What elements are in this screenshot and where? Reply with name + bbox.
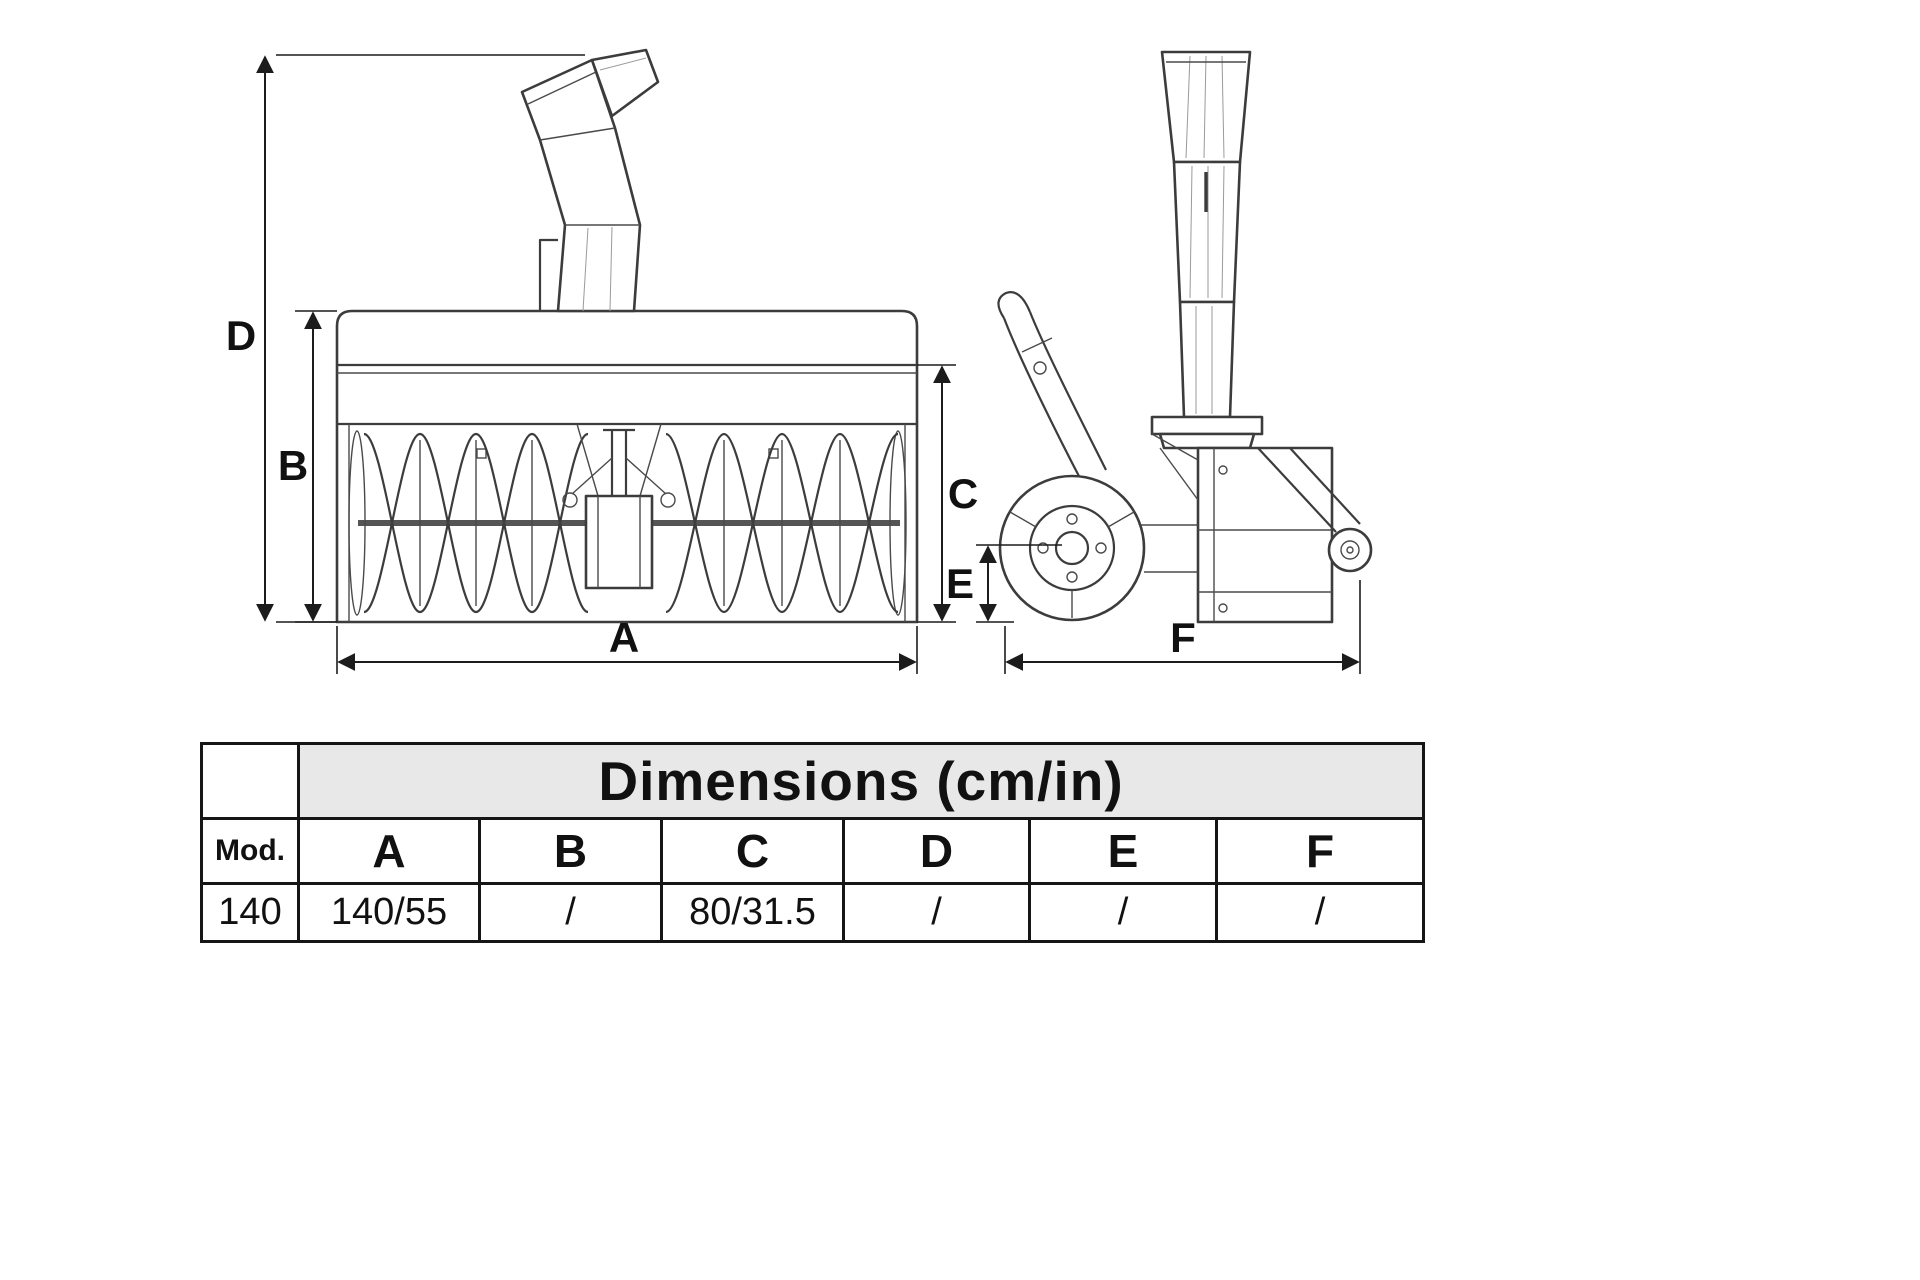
table-title: Dimensions (cm/in) bbox=[297, 742, 1425, 820]
cell-dim-d: / bbox=[842, 882, 1031, 943]
side-view-drawing bbox=[997, 50, 1373, 624]
dim-label-f: F bbox=[1170, 614, 1196, 661]
auger-end-plate bbox=[348, 430, 366, 616]
dim-label-c: C bbox=[948, 470, 978, 517]
cell-model: 140 bbox=[200, 882, 300, 943]
auger-spiral-right bbox=[665, 432, 899, 614]
table-row: 140 140/55 / 80/31.5 / / / bbox=[200, 882, 1425, 943]
snowblower-drawing: D B A C E F bbox=[226, 48, 1373, 674]
front-view-drawing bbox=[335, 48, 919, 624]
dim-label-b: B bbox=[278, 442, 308, 489]
chute-bracket bbox=[538, 238, 558, 311]
table-empty-corner bbox=[200, 742, 300, 820]
cell-dim-a: 140/55 bbox=[297, 882, 481, 943]
col-header-d: D bbox=[842, 817, 1031, 885]
bolt-detail bbox=[768, 448, 779, 459]
bolt-detail bbox=[476, 448, 487, 459]
dim-label-a: A bbox=[609, 614, 639, 661]
col-header-e: E bbox=[1028, 817, 1218, 885]
cell-dim-f: / bbox=[1215, 882, 1425, 943]
cell-dim-e: / bbox=[1028, 882, 1218, 943]
auger-end-plate bbox=[889, 430, 907, 616]
dim-label-e: E bbox=[946, 560, 974, 607]
center-gearbox bbox=[562, 423, 676, 590]
technical-diagram: D B A C E F bbox=[226, 48, 1373, 674]
dim-label-d: D bbox=[226, 312, 256, 359]
col-header-f: F bbox=[1215, 817, 1425, 885]
discharge-chute-front bbox=[520, 48, 660, 313]
chute-deflector bbox=[590, 48, 660, 118]
cell-dim-b: / bbox=[478, 882, 663, 943]
col-header-mod: Mod. bbox=[200, 817, 300, 885]
dimensions-table: Dimensions (cm/in) Mod. A B C D E F 140 … bbox=[200, 742, 1425, 943]
col-header-c: C bbox=[660, 817, 845, 885]
dimension-lines: D B A C E F bbox=[226, 54, 1361, 674]
support-roller bbox=[1257, 447, 1373, 573]
col-header-a: A bbox=[297, 817, 481, 885]
col-header-b: B bbox=[478, 817, 663, 885]
auger-spiral-left bbox=[363, 432, 589, 614]
discharge-chute-side bbox=[1150, 50, 1264, 450]
cell-dim-c: 80/31.5 bbox=[660, 882, 845, 943]
chute-flange bbox=[1150, 415, 1264, 436]
side-frame bbox=[1151, 433, 1334, 624]
impeller-disc bbox=[998, 474, 1198, 622]
lever-arm bbox=[997, 291, 1107, 483]
